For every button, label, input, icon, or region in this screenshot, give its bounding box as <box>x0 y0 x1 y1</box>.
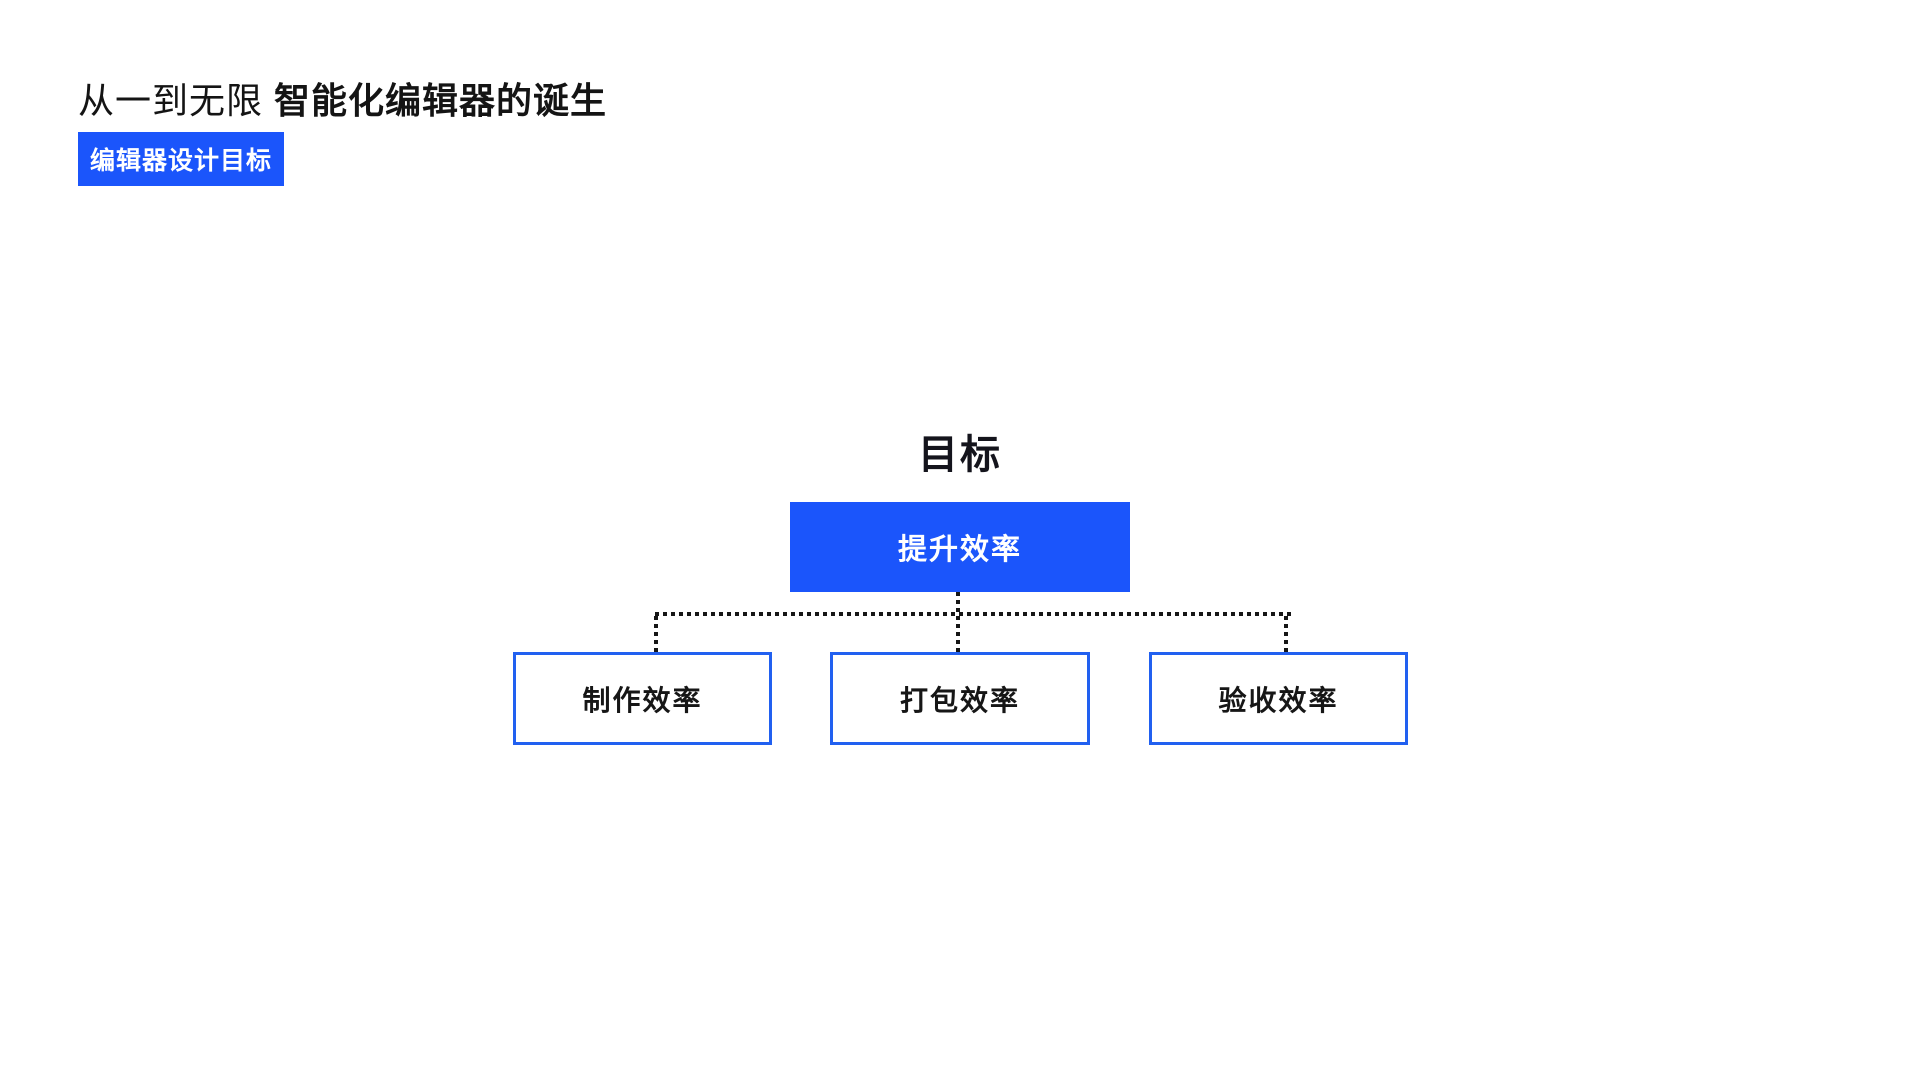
badge-label: 编辑器设计目标 <box>89 147 272 175</box>
child-node-production-efficiency: 制作效率 <box>513 652 772 745</box>
diagram-heading: 目标 <box>918 433 1002 477</box>
child-node-packaging-efficiency: 打包效率 <box>830 652 1090 745</box>
connector-drop-center <box>956 616 960 653</box>
editor-design-goal-badge: 编辑器设计目标 <box>78 132 284 186</box>
child-node-label: 制作效率 <box>582 684 703 716</box>
child-node-acceptance-efficiency: 验收效率 <box>1149 652 1408 745</box>
root-node-improve-efficiency: 提升效率 <box>790 502 1130 592</box>
connector-drop-left <box>654 616 658 652</box>
child-node-label: 打包效率 <box>899 684 1020 716</box>
root-node-label: 提升效率 <box>897 534 1022 566</box>
connector-root-drop <box>956 592 960 613</box>
page-title: 从一到无限 智能化编辑器的诞生 <box>78 80 607 122</box>
connector-drop-right <box>1284 616 1288 652</box>
page-title-regular: 从一到无限 <box>78 80 264 121</box>
child-node-label: 验收效率 <box>1218 684 1339 716</box>
connector-rail <box>655 612 1291 616</box>
page-title-bold: 智能化编辑器的诞生 <box>274 80 608 121</box>
